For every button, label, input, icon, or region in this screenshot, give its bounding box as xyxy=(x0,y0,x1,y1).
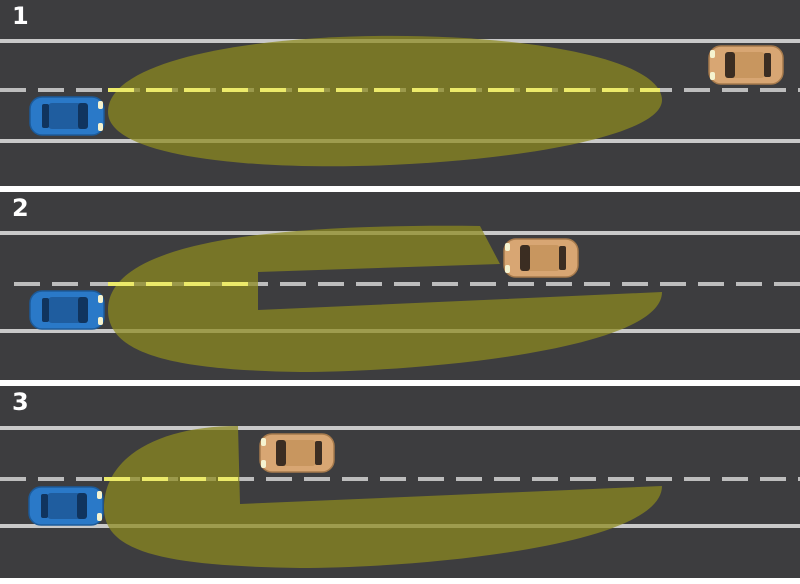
high-beam-zone xyxy=(108,35,662,167)
ego-car-blue xyxy=(28,486,104,526)
scene-panel-2: 2 xyxy=(0,192,800,380)
oncoming-car xyxy=(259,433,335,473)
oncoming-car xyxy=(503,238,579,278)
oncoming-car xyxy=(708,45,784,85)
panel-number: 1 xyxy=(12,2,29,30)
scene-panel-3: 3 xyxy=(0,386,800,578)
scene-drawing xyxy=(0,35,800,167)
scene-drawing xyxy=(0,426,800,568)
panel-number: 3 xyxy=(12,388,29,416)
panel-number: 2 xyxy=(12,194,29,222)
road-edge-top xyxy=(0,426,800,430)
scene-drawing xyxy=(0,225,800,372)
ego-car-blue xyxy=(29,290,105,330)
notched-high-beam-zone xyxy=(104,426,662,568)
scene-panel-1: 1 xyxy=(0,0,800,186)
ego-car-blue xyxy=(29,96,105,136)
notched-high-beam-zone xyxy=(108,225,662,372)
